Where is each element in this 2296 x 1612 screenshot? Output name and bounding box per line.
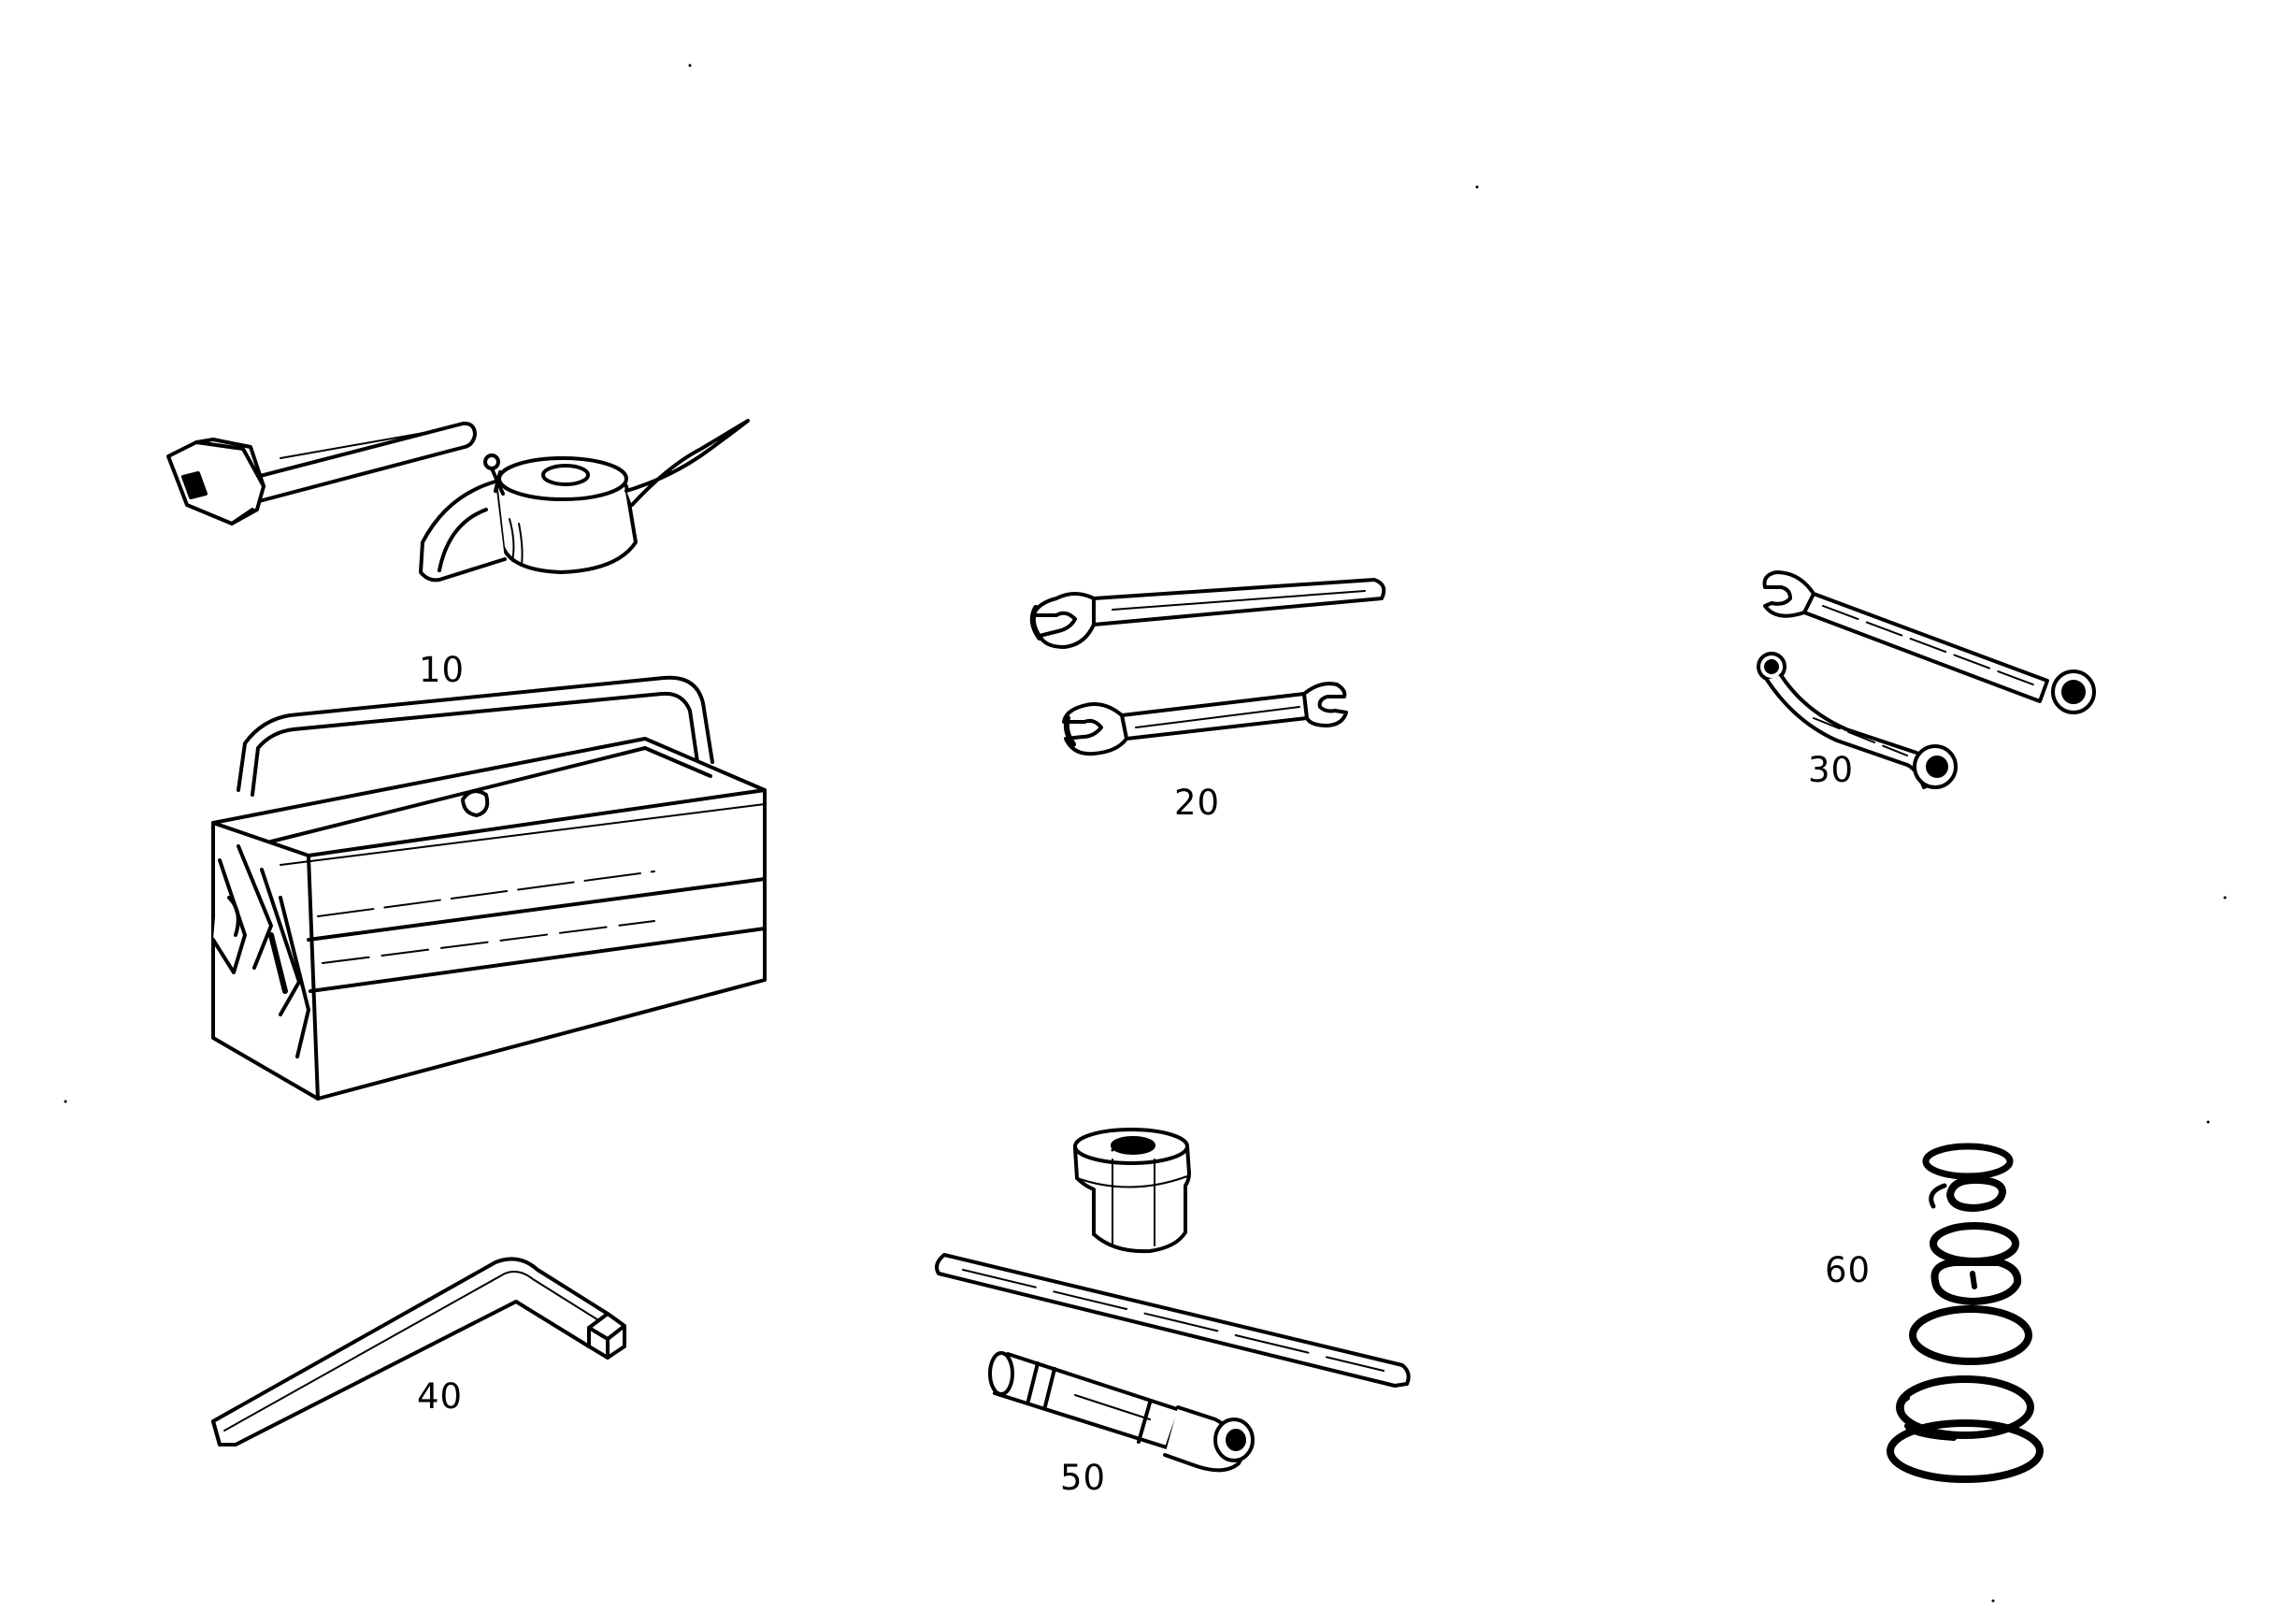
label-30: 30 (1808, 750, 1855, 790)
open-end-wrench-icon (1062, 682, 1348, 756)
offset-ring-wrench-icon (1757, 652, 1958, 789)
label-20: 20 (1174, 783, 1221, 823)
oil-can-icon (419, 419, 750, 583)
hammer-icon (166, 421, 477, 525)
tommy-bar-icon (935, 1253, 1411, 1388)
speck-marks (64, 64, 2227, 1603)
label-50: 50 (1060, 1458, 1107, 1498)
label-10: 10 (419, 650, 466, 690)
circlip-icon (1887, 1143, 2044, 1483)
label-60: 60 (1825, 1250, 1872, 1290)
open-end-wrench-icon (1029, 578, 1386, 649)
toolbox-icon (211, 675, 767, 1101)
label-40: 40 (417, 1376, 464, 1417)
socket-icon (1073, 1128, 1191, 1254)
hex-key-icon (211, 1257, 626, 1446)
box-spanner-icon (988, 1351, 1255, 1473)
combination-wrench-icon (1762, 570, 2096, 714)
